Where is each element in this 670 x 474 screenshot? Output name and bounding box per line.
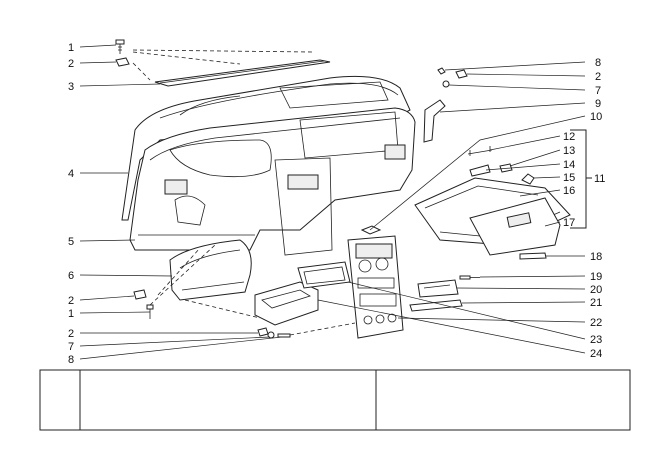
assembly-line-5 (157, 247, 201, 296)
clip-left (133, 289, 147, 300)
ashtray-insert (409, 299, 463, 312)
callout-13: 13 (563, 145, 575, 157)
callout-14: 14 (563, 159, 575, 171)
callout-16: 16 (563, 185, 575, 197)
callout-2a: 2 (68, 58, 74, 70)
console-bracket (254, 281, 319, 326)
dashboard-front-panel (129, 107, 416, 256)
callout-3: 3 (68, 81, 74, 93)
assembly-line-7 (289, 322, 356, 336)
callout-18: 18 (590, 251, 602, 263)
assembly-line-4 (149, 244, 216, 306)
callout-2r: 2 (595, 71, 601, 83)
center-console-facia (347, 235, 404, 339)
console-clip-top (360, 225, 382, 235)
callout-8a: 8 (68, 354, 74, 366)
callout-15: 15 (563, 172, 575, 184)
callout-22: 22 (590, 317, 602, 329)
callout-7r: 7 (595, 85, 601, 97)
clip-top (115, 57, 130, 67)
leader-lines (79, 44, 592, 360)
callout-1b: 1 (68, 308, 74, 320)
assembly-line-1 (132, 49, 313, 53)
callout-20: 20 (590, 284, 602, 296)
glovebox-hinge (467, 146, 493, 156)
callout-2b: 2 (68, 295, 74, 307)
assembly-line-6 (184, 299, 261, 319)
callout-12: 12 (563, 131, 575, 143)
bottom-fasteners (257, 327, 291, 339)
glovebox-latch (469, 164, 491, 177)
damper-rod (519, 252, 547, 260)
callout-21: 21 (590, 297, 602, 309)
callout-1a: 1 (68, 42, 74, 54)
callout-19: 19 (590, 271, 602, 283)
callout-11: 11 (594, 173, 605, 185)
callout-17: 17 (563, 217, 575, 229)
instrument-cluster-hood (169, 239, 252, 301)
callout-9: 9 (595, 98, 601, 110)
glovebox-lid (469, 197, 561, 256)
callout-4: 4 (68, 168, 74, 180)
storage-tray (297, 261, 351, 289)
callout-2c: 2 (68, 328, 74, 340)
callout-6: 6 (68, 270, 74, 282)
callout-24: 24 (590, 348, 602, 360)
assembly-line-3 (132, 62, 151, 81)
callout-8r: 8 (595, 57, 601, 69)
screw-19 (459, 275, 480, 280)
screw-left (146, 304, 154, 319)
callout-10: 10 (590, 111, 602, 123)
screw-top (115, 39, 125, 54)
right-fasteners (437, 67, 468, 88)
callout-7a: 7 (68, 341, 74, 353)
ashtray (417, 279, 459, 298)
callout-23: 23 (590, 334, 602, 346)
callout-labels: 1 2 3 4 5 6 2 1 2 7 8 8 2 7 9 10 12 13 1… (68, 42, 605, 366)
caption-table (39, 369, 631, 431)
side-bracket (423, 99, 446, 143)
top-trim-strip (154, 59, 331, 87)
assembly-line-2 (132, 51, 241, 65)
glovebox-striker (499, 163, 513, 173)
glovebox-lamp (521, 173, 535, 185)
callout-5: 5 (68, 236, 74, 248)
